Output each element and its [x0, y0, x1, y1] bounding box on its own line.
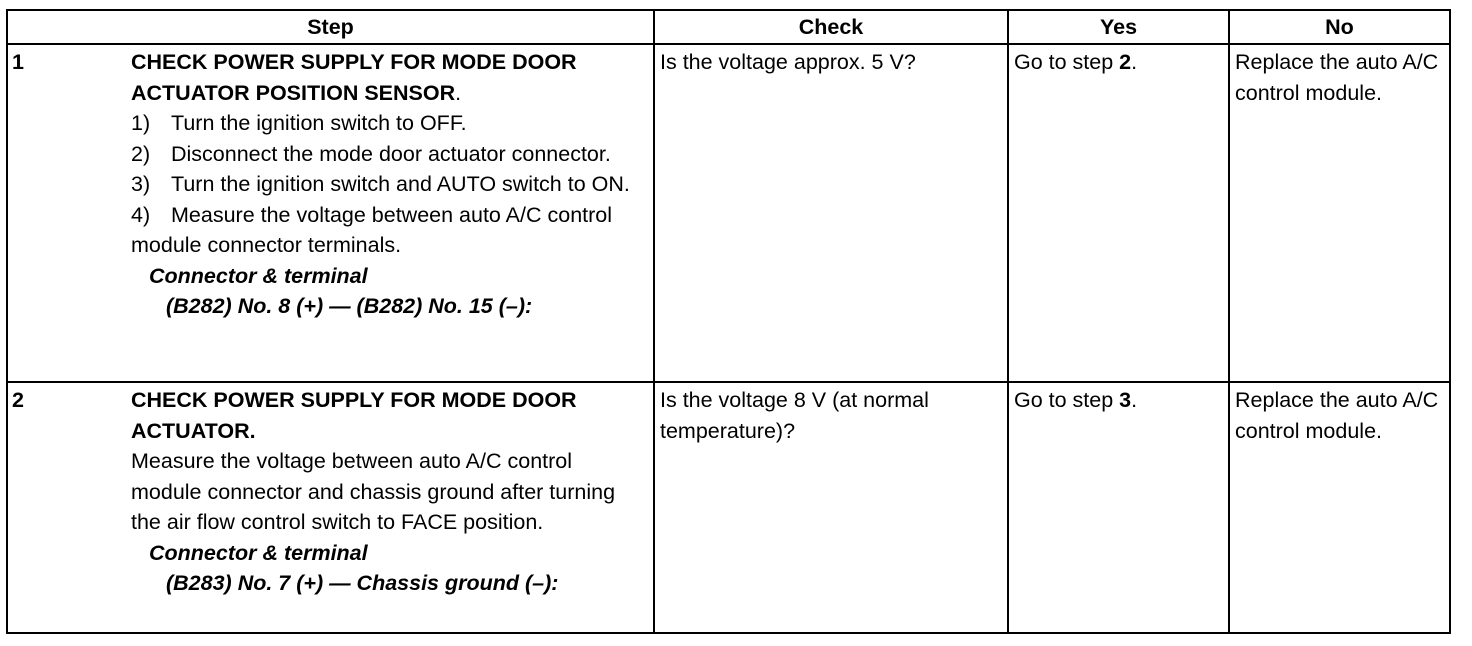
table-row: 2 CHECK POWER SUPPLY FOR MODE DOOR ACTUA…	[6, 381, 1451, 634]
header-no: No	[1228, 9, 1451, 45]
yes-cell: Go to step 3.	[1007, 381, 1230, 634]
step-number: 2	[12, 388, 24, 412]
check-cell: Is the voltage approx. 5 V?	[653, 43, 1009, 383]
header-yes: Yes	[1007, 9, 1230, 45]
instruction-item: 1)Turn the ignition switch to OFF.	[131, 111, 467, 135]
check-cell: Is the voltage 8 V (at normal temperatur…	[653, 381, 1009, 634]
connector-value: (B283) No. 7 (+) — Chassis ground (–):	[166, 571, 559, 595]
header-row: Step Check Yes No	[6, 9, 1451, 45]
connector-label: Connector & terminal	[149, 263, 368, 288]
instruction-item: 2)Disconnect the mode door actuator conn…	[131, 141, 611, 166]
yes-cell: Go to step 2.	[1007, 43, 1230, 383]
no-cell: Replace the auto A/C control module.	[1228, 381, 1451, 634]
step-title: CHECK POWER SUPPLY FOR MODE DOOR ACTUATO…	[131, 50, 577, 105]
step-title: CHECK POWER SUPPLY FOR MODE DOOR ACTUATO…	[131, 388, 577, 443]
step-cell: 2 CHECK POWER SUPPLY FOR MODE DOOR ACTUA…	[6, 381, 655, 634]
header-check: Check	[653, 9, 1009, 45]
connector-label: Connector & terminal	[149, 540, 368, 565]
header-step: Step	[6, 9, 655, 45]
no-cell: Replace the auto A/C control module.	[1228, 43, 1451, 383]
yes-step-link: 3	[1119, 388, 1132, 412]
diagnostic-table: Step Check Yes No 1 CHECK POWER SUPPLY F…	[6, 9, 1451, 634]
table-row: 1 CHECK POWER SUPPLY FOR MODE DOOR ACTUA…	[6, 43, 1451, 383]
step-cell: 1 CHECK POWER SUPPLY FOR MODE DOOR ACTUA…	[6, 43, 655, 383]
connector-value: (B282) No. 8 (+) — (B282) No. 15 (–):	[166, 294, 533, 318]
yes-step-link: 2	[1119, 50, 1132, 74]
step-description: Measure the voltage between auto A/C con…	[131, 449, 616, 534]
step-number: 1	[12, 50, 24, 74]
instruction-item: 3)Turn the ignition switch and AUTO swit…	[131, 172, 630, 196]
instruction-item: 4)Measure the voltage between auto A/C c…	[131, 202, 613, 258]
